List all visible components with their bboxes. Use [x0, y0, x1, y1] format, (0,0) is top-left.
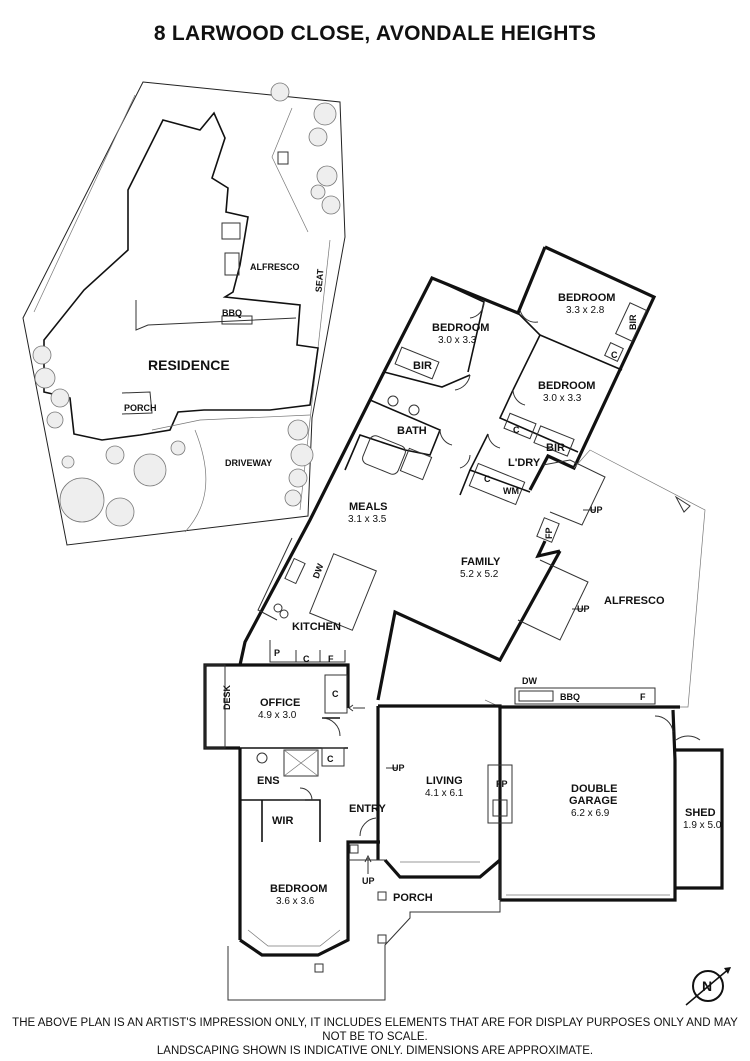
- alfresco-label: ALFRESCO: [604, 595, 665, 607]
- bedroom-a-dims: 3.3 x 2.8: [566, 305, 605, 316]
- p-label: P: [274, 648, 280, 658]
- porch-label: PORCH: [393, 892, 433, 904]
- up-label-family: UP: [577, 604, 590, 614]
- c-label-office: C: [332, 689, 339, 699]
- office-dims: 4.9 x 3.0: [258, 710, 297, 721]
- f-label-alfresco: F: [640, 692, 646, 702]
- fp-label-living: FP: [496, 779, 508, 789]
- up-label-porch: UP: [362, 876, 375, 886]
- site-plan: ALFRESCO BBQ SEAT RESIDENCE PORCH DRIVEW…: [22, 81, 346, 546]
- bedroom-c-dims: 3.0 x 3.3: [543, 393, 582, 404]
- c-label-kitchen: C: [303, 654, 310, 664]
- entry-label: ENTRY: [349, 803, 387, 815]
- disclaimer: THE ABOVE PLAN IS AN ARTIST'S IMPRESSION…: [10, 1016, 740, 1058]
- site-boundary: [22, 81, 346, 546]
- bir-3-label: BIR: [628, 314, 638, 330]
- disclaimer-line-2: LANDSCAPING SHOWN IS INDICATIVE ONLY. DI…: [156, 1045, 594, 1057]
- bbq-label: BBQ: [560, 692, 580, 702]
- bedroom-b-label: BEDROOM: [432, 322, 489, 334]
- dw-label-alfresco: DW: [522, 676, 537, 686]
- site-porch-label: PORCH: [124, 403, 157, 413]
- wir-label: WIR: [272, 815, 293, 827]
- bedroom-a-label: BEDROOM: [558, 292, 615, 304]
- up-label-entry: UP: [392, 763, 405, 773]
- laundry-label: L'DRY: [508, 457, 541, 469]
- meals-label: MEALS: [349, 501, 388, 513]
- bir-1-label: BIR: [413, 360, 432, 372]
- c-label-ens: C: [327, 754, 334, 764]
- page-title: 8 LARWOOD CLOSE, AVONDALE HEIGHTS: [153, 22, 597, 45]
- f-label-kitchen: F: [328, 654, 334, 664]
- site-bbq-label: BBQ: [222, 308, 242, 318]
- bir-2-label: BIR: [546, 442, 565, 454]
- residence-outline: [43, 111, 319, 441]
- site-seat-label: SEAT: [313, 268, 325, 293]
- bedroom-b-dims: 3.0 x 3.3: [438, 335, 477, 346]
- disclaimer-line-1: THE ABOVE PLAN IS AN ARTIST'S IMPRESSION…: [12, 1017, 738, 1043]
- family-label: FAMILY: [461, 556, 501, 568]
- dw-label-kitchen: DW: [311, 562, 326, 580]
- garage-label: DOUBLE: [571, 783, 617, 795]
- site-driveway-label: DRIVEWAY: [225, 458, 272, 468]
- meals-dims: 3.1 x 3.5: [348, 514, 387, 525]
- wm-label: WM: [503, 486, 519, 496]
- ens-label: ENS: [257, 775, 280, 787]
- kitchen-label: KITCHEN: [292, 621, 341, 633]
- c-label-ldry2: C: [484, 474, 491, 484]
- site-alfresco-label: ALFRESCO: [250, 262, 300, 272]
- bedroom-main-dims: 3.6 x 3.6: [276, 896, 315, 907]
- family-dims: 5.2 x 5.2: [460, 569, 499, 580]
- garage-dims: 6.2 x 6.9: [571, 808, 610, 819]
- living-label: LIVING: [426, 775, 463, 787]
- living-dims: 4.1 x 6.1: [425, 788, 464, 799]
- bedroom-main-label: BEDROOM: [270, 883, 327, 895]
- main-floor-plan: BEDROOM 3.3 x 2.8 BEDROOM 3.0 x 3.3 BEDR…: [203, 245, 724, 1001]
- c-label-ldry: C: [513, 425, 520, 435]
- desk-label: DESK: [222, 684, 232, 710]
- bedroom-c-label: BEDROOM: [538, 380, 595, 392]
- office-label: OFFICE: [260, 697, 300, 709]
- north-arrow: N: [685, 967, 731, 1006]
- north-label: N: [702, 978, 712, 994]
- up-label-alfresco: UP: [590, 505, 603, 515]
- shed-label: SHED: [685, 807, 716, 819]
- shed-dims: 1.9 x 5.0: [683, 820, 722, 831]
- garage-label-2: GARAGE: [569, 795, 617, 807]
- bath-label: BATH: [397, 425, 427, 437]
- c-label-bed-a: C: [611, 350, 618, 360]
- fp-label-family: FP: [544, 527, 554, 539]
- site-residence-label: RESIDENCE: [148, 357, 230, 373]
